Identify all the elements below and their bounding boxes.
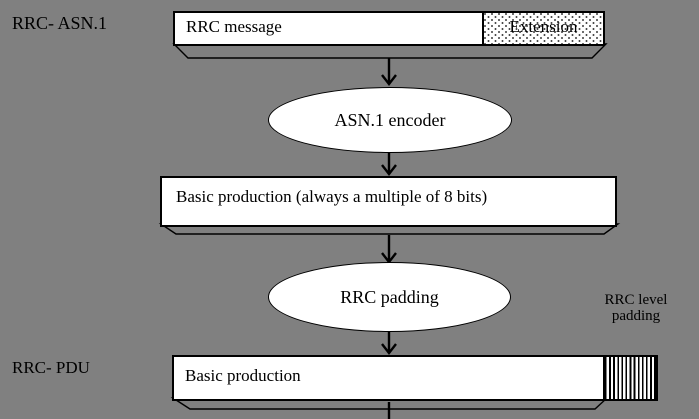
label-rrc-pdu: RRC- PDU (12, 358, 90, 377)
basic-production-full-label: Basic production (always a multiple of 8… (176, 187, 488, 206)
rrc-message-box-shadow (172, 43, 608, 59)
rrc-level-padding-segment (603, 355, 658, 401)
basic-production-label: Basic production (185, 365, 301, 385)
arrow-padding-to-pdu (381, 331, 397, 355)
extension-label: Extension (509, 17, 578, 36)
rrc-padding-ellipse: RRC padding (268, 262, 511, 332)
rrc-message-box: RRC message Extension (173, 11, 605, 46)
arrow-production-to-padding (381, 235, 397, 264)
rrc-level-padding-label: RRC level padding (604, 292, 668, 324)
label-rrc-asn1: RRC- ASN.1 (12, 13, 108, 33)
arrow-message-to-encoder (381, 58, 397, 86)
rrc-padding-label: RRC padding (340, 286, 439, 307)
arrow-encoder-to-production (381, 152, 397, 176)
extension-segment: Extension (482, 13, 603, 44)
basic-production-box: Basic production (172, 355, 605, 401)
basic-production-full-box: Basic production (always a multiple of 8… (160, 176, 617, 227)
rrc-message-label: RRC message (186, 16, 282, 36)
asn1-encoder-ellipse: ASN.1 encoder (268, 87, 512, 153)
asn1-encoder-label: ASN.1 encoder (334, 109, 446, 130)
